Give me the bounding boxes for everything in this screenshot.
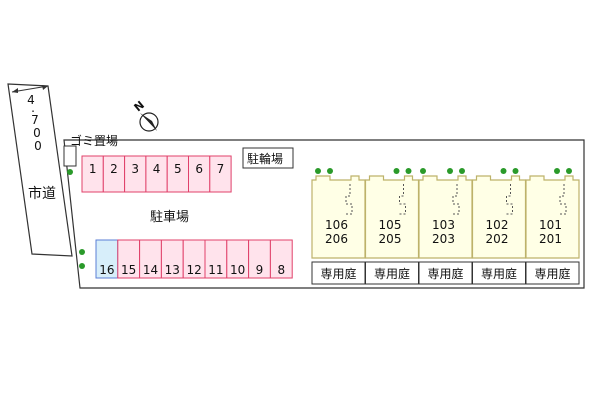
garbage-area-label: ゴミ置場 bbox=[70, 133, 118, 148]
unit-number-upper: 105 bbox=[379, 218, 402, 232]
unit-number-lower: 202 bbox=[486, 232, 509, 246]
private-garden-label: 専用庭 bbox=[374, 266, 410, 281]
road-width-char: . bbox=[31, 101, 35, 115]
tree bbox=[500, 168, 507, 174]
parking-space: 6 bbox=[188, 155, 211, 193]
parking-space-highlighted: 16 bbox=[95, 239, 119, 279]
road-width-char: 4 bbox=[27, 93, 35, 107]
unit-number-upper: 102 bbox=[486, 218, 509, 232]
road-width-char: 0 bbox=[34, 139, 42, 153]
private-garden-label: 専用庭 bbox=[427, 266, 463, 281]
tree bbox=[459, 168, 465, 174]
parking-space-number: 1 bbox=[89, 162, 97, 176]
parking-space: 13 bbox=[160, 239, 184, 279]
tree bbox=[327, 168, 333, 174]
parking-space: 5 bbox=[166, 155, 189, 193]
tree bbox=[393, 168, 400, 174]
tree bbox=[420, 168, 426, 174]
parking-space-number: 10 bbox=[230, 263, 245, 277]
north-arrow: N bbox=[132, 98, 159, 132]
parking-space: 12 bbox=[182, 239, 206, 279]
parking-space-number: 3 bbox=[131, 162, 139, 176]
road-name-label: 市道 bbox=[28, 185, 56, 202]
apartment-units: 106206専用庭105205専用庭103203専用庭102202専用庭1012… bbox=[311, 168, 580, 285]
parking-space: 2 bbox=[102, 155, 126, 193]
parking-space-number: 12 bbox=[186, 263, 201, 277]
city-road bbox=[7, 83, 73, 257]
parking-space: 15 bbox=[117, 239, 141, 279]
parking-space: 8 bbox=[269, 239, 293, 279]
parking-space: 1 bbox=[81, 155, 104, 193]
parking-space-number: 9 bbox=[256, 263, 264, 277]
tree bbox=[79, 249, 85, 255]
parking-space-number: 2 bbox=[110, 162, 118, 176]
private-garden-label: 専用庭 bbox=[320, 266, 356, 281]
parking-space-number: 8 bbox=[277, 263, 285, 277]
unit-number-upper: 103 bbox=[432, 218, 455, 232]
unit-number-lower: 203 bbox=[432, 232, 455, 246]
interior-partition bbox=[559, 184, 567, 215]
private-garden-label: 専用庭 bbox=[481, 266, 517, 281]
parking-space: 3 bbox=[124, 155, 147, 193]
parking-space-number: 4 bbox=[153, 162, 161, 176]
tree bbox=[405, 168, 412, 174]
parking-space-number: 16 bbox=[99, 263, 114, 277]
parking-space: 7 bbox=[209, 155, 232, 193]
north-label: N bbox=[132, 98, 147, 114]
tree bbox=[67, 169, 73, 175]
unit-number-lower: 201 bbox=[539, 232, 562, 246]
bicycle-parking-label: 駐輪場 bbox=[247, 151, 283, 166]
parking-space: 10 bbox=[226, 239, 250, 279]
parking-label: 駐車場 bbox=[150, 210, 189, 225]
parking-space: 14 bbox=[139, 239, 162, 279]
parking-space-number: 7 bbox=[217, 162, 225, 176]
road-width-dimension: 4 . 7 0 0 bbox=[11, 85, 49, 153]
parking-space: 9 bbox=[248, 239, 271, 279]
parking-space-number: 13 bbox=[165, 263, 180, 277]
parking-space: 4 bbox=[145, 155, 168, 193]
road-width-char: 7 bbox=[31, 113, 39, 127]
private-garden bbox=[525, 261, 580, 285]
unit-number-lower: 206 bbox=[325, 232, 348, 246]
tree bbox=[315, 168, 321, 174]
unit-number-upper: 101 bbox=[539, 218, 562, 232]
parking-space-number: 6 bbox=[195, 162, 203, 176]
tree bbox=[512, 168, 519, 174]
garbage-area bbox=[63, 145, 77, 167]
parking-space-number: 15 bbox=[121, 263, 136, 277]
interior-partition bbox=[399, 184, 406, 215]
parking-space-number: 11 bbox=[208, 263, 223, 277]
parking-space: 11 bbox=[204, 239, 228, 279]
interior-partition bbox=[345, 184, 353, 215]
parking-space-number: 5 bbox=[174, 162, 182, 176]
bicycle-parking bbox=[242, 147, 294, 169]
unit-number-upper: 106 bbox=[325, 218, 348, 232]
interior-partition bbox=[506, 184, 513, 215]
parking-space-number: 14 bbox=[143, 263, 158, 277]
tree bbox=[447, 168, 453, 174]
unit-number-lower: 205 bbox=[379, 232, 402, 246]
unit-building bbox=[525, 175, 580, 259]
private-garden-label: 専用庭 bbox=[534, 266, 570, 281]
tree bbox=[79, 263, 85, 269]
interior-partition bbox=[452, 184, 460, 215]
tree bbox=[566, 168, 572, 174]
road-width-char: 0 bbox=[33, 126, 41, 140]
tree bbox=[554, 168, 560, 174]
